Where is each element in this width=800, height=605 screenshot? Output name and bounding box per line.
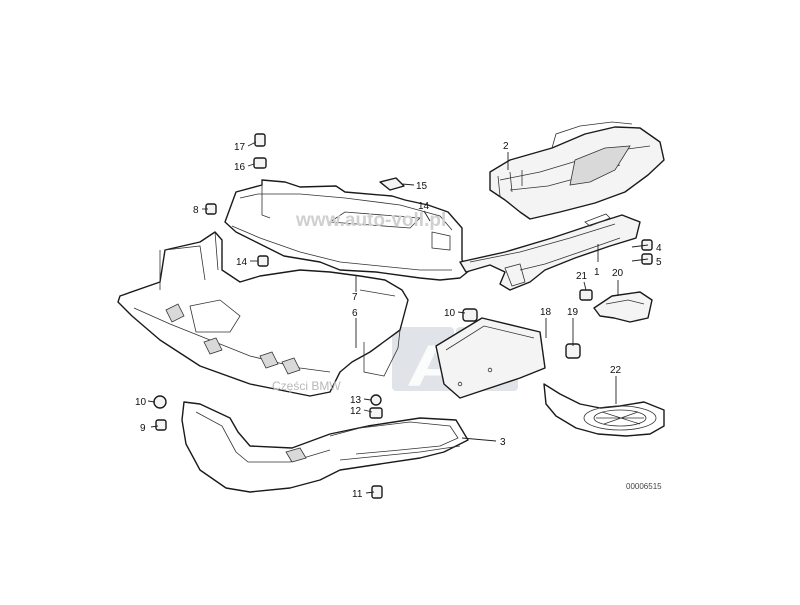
- callout-2: 2: [503, 141, 509, 152]
- part-15-clip: [379, 177, 405, 191]
- callout-5: 5: [656, 257, 662, 268]
- callouts: 2 1 3 4 5 6 7 8 9 10 10 11 12 13 14 14 1…: [135, 141, 662, 500]
- callout-9: 9: [140, 423, 146, 434]
- part-22-heat-shield: [543, 383, 665, 437]
- callout-4: 4: [656, 243, 662, 254]
- callout-21: 21: [576, 271, 588, 282]
- callout-13: 13: [350, 395, 362, 406]
- callout-10-a: 10: [135, 397, 147, 408]
- part-9-bolt: [155, 419, 167, 431]
- leader-lines: [147, 141, 649, 494]
- callout-20: 20: [612, 268, 624, 279]
- part-21-clip: [579, 289, 593, 301]
- part-14-clip-b: [257, 255, 269, 267]
- callout-8: 8: [193, 205, 199, 216]
- drawing-code: 00006515: [626, 482, 662, 491]
- callout-15: 15: [416, 181, 428, 192]
- part-10-grommet: [462, 308, 478, 322]
- callout-10-b: 10: [444, 308, 456, 319]
- callout-19: 19: [567, 307, 579, 318]
- callout-6: 6: [352, 308, 358, 319]
- callout-1: 1: [594, 267, 600, 278]
- callout-16: 16: [234, 162, 246, 173]
- part-16-nut: [253, 157, 267, 169]
- part-18-plate: [435, 317, 546, 399]
- callout-14-b: 14: [418, 201, 430, 212]
- callout-12: 12: [350, 406, 362, 417]
- callout-18: 18: [540, 307, 552, 318]
- part-3-splash-shield: [181, 401, 469, 493]
- callout-14-a: 14: [236, 257, 248, 268]
- part-17-bolt: [254, 133, 266, 147]
- callout-17: 17: [234, 142, 246, 153]
- part-13-nut: [370, 394, 382, 406]
- callout-3: 3: [500, 437, 506, 448]
- part-10-nut: [153, 395, 167, 409]
- part-1-tunnel-bracket: [459, 213, 641, 291]
- logo-box-a: [392, 327, 454, 391]
- part-2-tunnel-shield: [489, 121, 665, 220]
- part-6-underbody-panel: [117, 231, 409, 397]
- part-12-bushing: [369, 407, 383, 419]
- watermark-sub: Części BMW: [272, 379, 341, 393]
- callout-22: 22: [610, 365, 622, 376]
- part-7-upper-panel: [224, 179, 471, 281]
- fasteners: [153, 133, 653, 499]
- watermark-url: www.auto-voll.pl: [295, 210, 446, 231]
- part-20-bracket: [593, 291, 653, 323]
- part-19-bushing: [565, 343, 581, 359]
- callout-11: 11: [352, 489, 363, 500]
- callout-7: 7: [352, 292, 358, 303]
